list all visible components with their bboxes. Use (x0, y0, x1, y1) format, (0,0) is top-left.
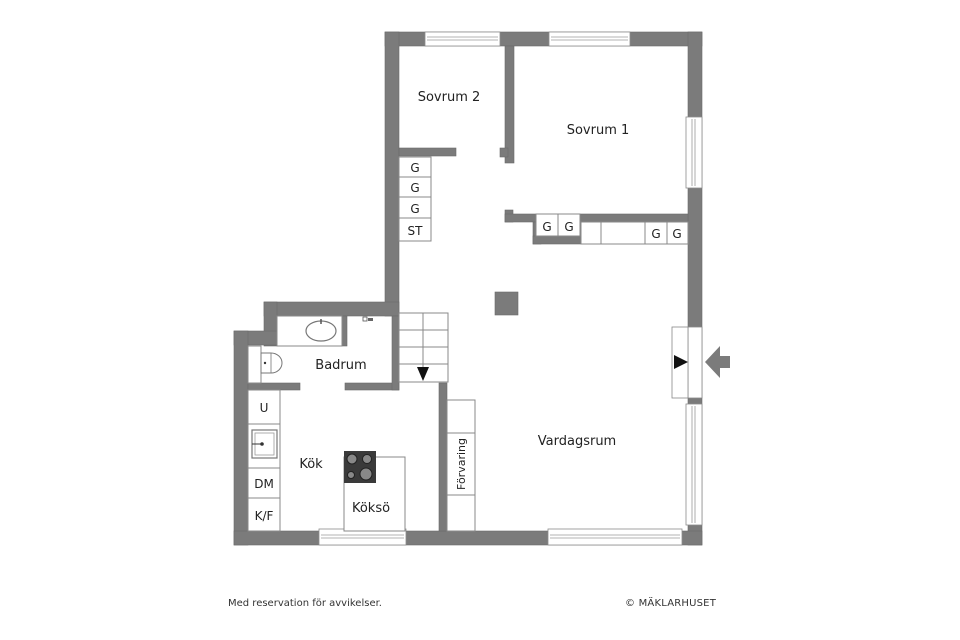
kitchen-living-partition (438, 382, 448, 532)
bathroom-fixtures (247, 315, 373, 384)
cooktop-icon (344, 451, 376, 483)
kitchen-sink-icon (251, 429, 278, 459)
sovrum1-bottom-wall (504, 213, 689, 223)
room-label-kok: Kök (299, 457, 323, 472)
window-vardagsrum-right (685, 403, 703, 526)
storage-cabinets: Förvaring (446, 399, 476, 532)
storage-label: Förvaring (455, 438, 468, 490)
bathroom-divider-wall (341, 315, 348, 347)
bedroom-divider-wall (504, 45, 515, 164)
room-label-kokso: Köksö (352, 501, 390, 516)
closet-label: G (564, 220, 573, 234)
closet-label: G (410, 181, 419, 195)
closet-label: G (410, 161, 419, 175)
sovrum2-bottom-wall (398, 147, 457, 157)
closet-label: G (651, 227, 660, 241)
room-label-badrum: Badrum (315, 358, 366, 373)
room-label-sovrum1: Sovrum 1 (567, 123, 630, 138)
window-vardagsrum-bottom (547, 528, 683, 546)
room-label-vardagsrum: Vardagsrum (538, 434, 616, 449)
bathroom-bottom-wall-right (344, 382, 400, 391)
mid-closets: G G G G (535, 213, 689, 245)
closet-label: ST (408, 224, 424, 238)
window-sovrum1-right (685, 116, 703, 189)
entrance-door (671, 326, 703, 399)
bathroom-top-wall (263, 301, 400, 317)
window-sovrum2 (424, 31, 501, 47)
fridge-freezer-label: K/F (255, 509, 274, 523)
disclaimer-text: Med reservation för avvikelser. (228, 598, 382, 609)
closet-label: G (542, 220, 551, 234)
stairs (398, 312, 449, 383)
closet-label: G (410, 202, 419, 216)
bathroom-right-wall (391, 315, 400, 391)
copyright-text: © MÄKLARHUSET (625, 598, 717, 609)
entrance-arrow-icon (705, 346, 730, 378)
pillar (494, 291, 519, 316)
closet-bottom-wall (532, 235, 582, 245)
bathroom-bottom-wall-left (247, 382, 301, 391)
room-label-sovrum2: Sovrum 2 (418, 90, 481, 105)
kitchen-counter: U DM K/F (247, 389, 281, 532)
hall-closets: G G G ST (398, 156, 432, 242)
dishwasher-label: DM (254, 477, 274, 491)
closet-label: G (672, 227, 681, 241)
bedroom-divider-jamb (499, 147, 509, 158)
fridge-label: U (260, 401, 269, 415)
stairs-down-arrow-icon (417, 367, 429, 381)
kitchen-island (343, 451, 406, 532)
door-direction-arrow-icon (674, 355, 688, 369)
window-sovrum1-top (548, 31, 631, 47)
upper-left-wall (384, 31, 400, 317)
shower-icon (362, 316, 373, 322)
left-wall (233, 330, 249, 546)
